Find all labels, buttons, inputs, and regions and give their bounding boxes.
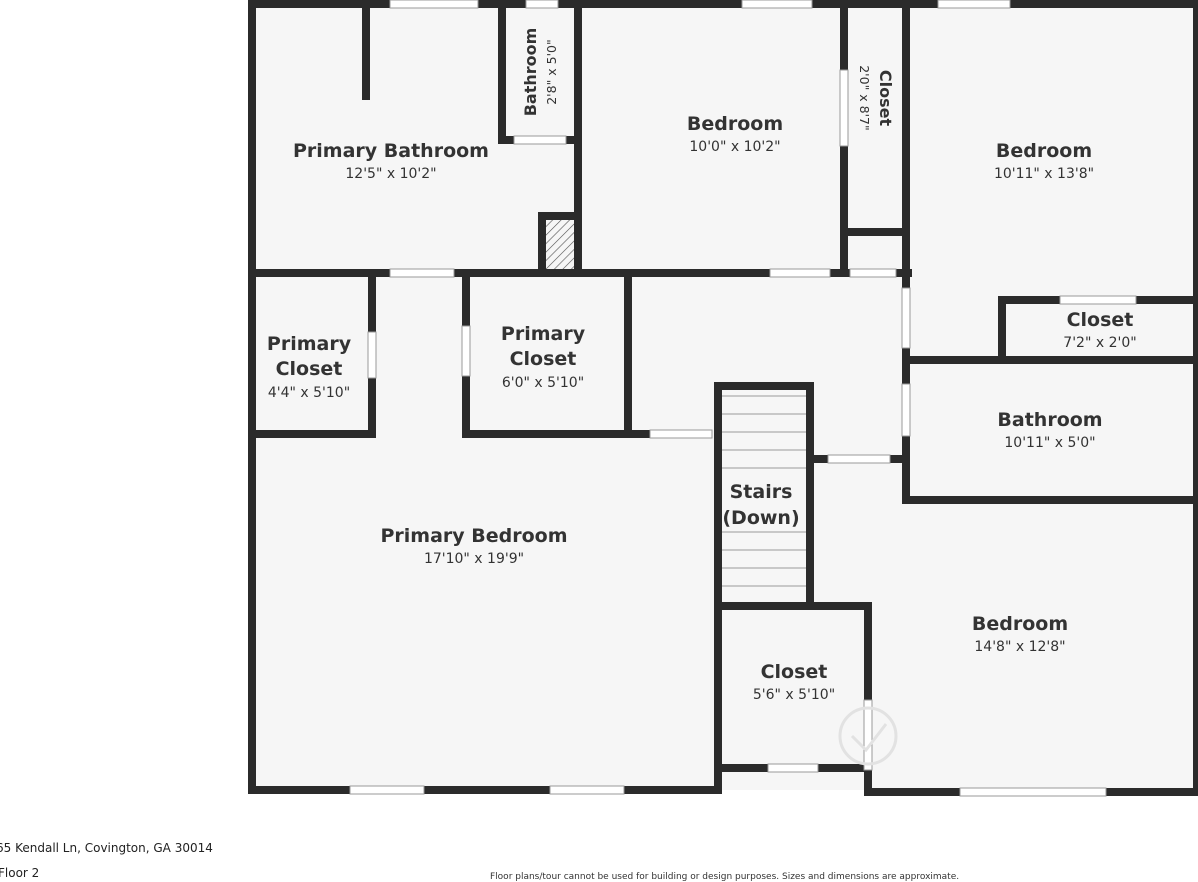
bedroom-bottom-right-name: Bedroom — [972, 613, 1068, 635]
closet-right-dim: 7'2" x 2'0" — [1063, 335, 1136, 351]
bedroom-top-middle-dim: 10'0" x 10'2" — [689, 139, 780, 155]
closet-bottom-name: Closet — [761, 661, 828, 683]
primary-closet-left-name-1: Primary — [267, 333, 352, 355]
primary-bathroom-name: Primary Bathroom — [293, 140, 489, 162]
chimney — [546, 220, 574, 269]
bedroom-top-right-dim: 10'11" x 13'8" — [994, 166, 1094, 182]
primary-bedroom-name: Primary Bedroom — [380, 525, 567, 547]
floor-fill — [252, 4, 1197, 790]
primary-bathroom-dim: 12'5" x 10'2" — [345, 166, 436, 182]
openings — [349, 0, 1137, 797]
primary-bedroom-dim: 17'10" x 19'9" — [424, 551, 524, 567]
disclaimer-text: Floor plans/tour cannot be used for buil… — [490, 872, 960, 882]
primary-closet-left-name-2: Closet — [276, 358, 343, 380]
bedroom-top-right-name: Bedroom — [996, 140, 1092, 162]
closet-bottom-dim: 5'6" x 5'10" — [753, 687, 835, 703]
bathroom-right-dim: 10'11" x 5'0" — [1004, 435, 1095, 451]
stair-steps — [722, 395, 806, 587]
primary-closet-mid-dim: 6'0" x 5'10" — [502, 375, 584, 391]
primary-closet-mid-name-1: Primary — [501, 323, 586, 345]
room-labels: Primary Bathroom 12'5" x 10'2" Bathroom … — [267, 28, 1137, 703]
closet-vertical-name: Closet — [876, 70, 895, 127]
primary-closet-left-dim: 4'4" x 5'10" — [268, 385, 350, 401]
watermark-logo — [838, 706, 898, 766]
property-address: 65 Kendall Ln, Covington, GA 30014 — [0, 841, 213, 855]
stairs-name-1: Stairs — [730, 481, 793, 503]
bathroom-small-dim: 2'8" x 5'0" — [544, 39, 559, 105]
bedroom-bottom-right-dim: 14'8" x 12'8" — [974, 639, 1065, 655]
stairs-name-2: (Down) — [722, 507, 799, 529]
bathroom-right-name: Bathroom — [997, 409, 1102, 431]
bathroom-small-name: Bathroom — [521, 28, 540, 117]
bedroom-top-middle-name: Bedroom — [687, 113, 783, 135]
primary-closet-mid-name-2: Closet — [510, 348, 577, 370]
floor-label: Floor 2 — [0, 866, 40, 880]
closet-vertical-dim: 2'0" x 8'7" — [857, 65, 872, 131]
closet-right-name: Closet — [1067, 309, 1134, 331]
